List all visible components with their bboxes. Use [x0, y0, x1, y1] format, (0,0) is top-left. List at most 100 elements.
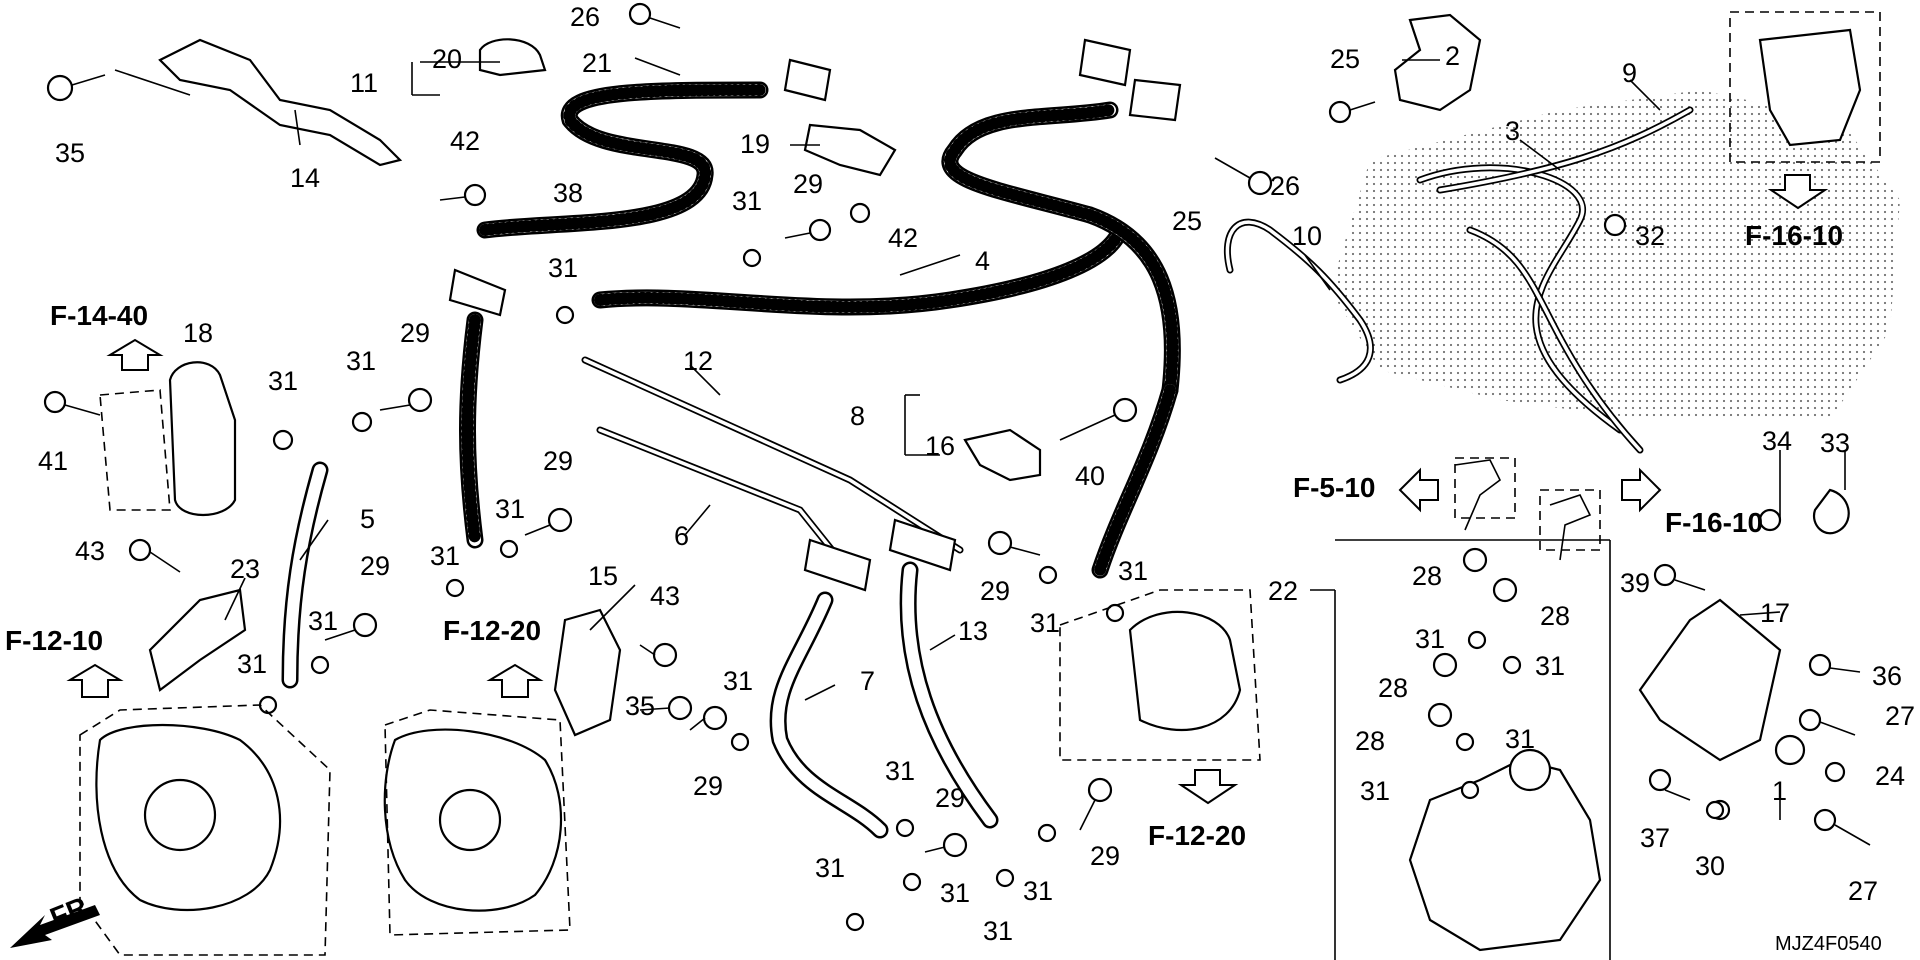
pipe-6[interactable]	[596, 426, 844, 564]
ref-f1440: F-14-40	[50, 300, 148, 331]
ref-f1220-right: F-12-20	[1148, 820, 1246, 851]
callout-7: 7	[860, 666, 875, 696]
reference-arrows	[10, 174, 1829, 948]
ref-f1210: F-12-10	[5, 625, 103, 656]
fitting-f510[interactable]	[1454, 459, 1502, 531]
callout-31-19: 31	[1505, 724, 1535, 754]
callout-31-2: 31	[548, 253, 578, 283]
bracket-17[interactable]	[1638, 598, 1782, 762]
reference-boxes	[79, 11, 1881, 956]
callout-28d: 28	[1355, 726, 1385, 756]
callout-32: 32	[1635, 221, 1665, 251]
pipe-3-9[interactable]	[1416, 106, 1694, 454]
callout-19: 19	[740, 129, 770, 159]
callout-40: 40	[1075, 461, 1105, 491]
callout-41: 41	[38, 446, 68, 476]
joint-6[interactable]	[803, 538, 872, 592]
pipe-12[interactable]	[581, 356, 964, 554]
hose-11[interactable]	[476, 81, 769, 239]
callout-6: 6	[674, 521, 689, 551]
callout-11: 11	[350, 68, 378, 98]
hose-4[interactable]	[591, 221, 1129, 316]
hose-main-upper[interactable]	[941, 101, 1181, 399]
callout-31-6: 31	[430, 541, 460, 571]
master-cylinder-upper-right[interactable]	[1758, 28, 1862, 147]
callout-36: 36	[1872, 661, 1902, 691]
direction-fr: FR.	[46, 888, 99, 934]
joint-18[interactable]	[168, 361, 237, 517]
hose-5[interactable]	[281, 461, 329, 689]
bracket-23[interactable]	[148, 588, 247, 692]
callout-numbers: 1 2 3 4 5 6 7 8 9 10 11 12 13 14 15 16 1…	[38, 2, 1915, 946]
fitting-f1610[interactable]	[1549, 494, 1592, 561]
hose-right-lower[interactable]	[1091, 381, 1179, 579]
joint-upper-left[interactable]	[783, 58, 832, 102]
callout-42b: 42	[888, 223, 918, 253]
cap-20[interactable]	[478, 38, 547, 77]
callout-26a: 26	[570, 2, 600, 32]
callout-31-15: 31	[1023, 876, 1053, 906]
ref-f510: F-5-10	[1293, 472, 1375, 503]
callout-31-18: 31	[1535, 651, 1565, 681]
joint-upper-mid[interactable]	[1078, 38, 1182, 122]
diagram-code: MJZ4F0540	[1775, 933, 1882, 955]
callout-39: 39	[1620, 568, 1650, 598]
callout-37: 37	[1640, 823, 1670, 853]
leader-lines	[114, 57, 1846, 960]
callout-43b: 43	[650, 581, 680, 611]
callout-31-7: 31	[308, 606, 338, 636]
callout-28c: 28	[1378, 673, 1408, 703]
joint-left[interactable]	[448, 268, 507, 317]
callout-31-10: 31	[885, 756, 915, 786]
callout-13: 13	[958, 616, 988, 646]
callout-29g: 29	[935, 783, 965, 813]
callout-12: 12	[683, 346, 713, 376]
callout-31-5: 31	[495, 494, 525, 524]
caliper-right[interactable]	[383, 728, 563, 912]
hose-7[interactable]	[769, 591, 889, 839]
callout-20: 20	[432, 44, 462, 74]
callout-5: 5	[360, 504, 375, 534]
callout-9: 9	[1622, 58, 1637, 88]
callout-31-20: 31	[1360, 776, 1390, 806]
pipe-10[interactable]	[1223, 218, 1374, 384]
callout-31-8: 31	[237, 649, 267, 679]
callout-31-4: 31	[346, 346, 376, 376]
callout-1: 1	[1772, 776, 1787, 806]
callout-30: 30	[1695, 851, 1725, 881]
hose-13[interactable]	[899, 561, 999, 829]
callout-28a: 28	[1412, 561, 1442, 591]
callout-27b: 27	[1848, 876, 1878, 906]
caliper-left[interactable]	[95, 723, 282, 912]
callout-18: 18	[183, 318, 213, 348]
washers[interactable]	[258, 248, 1725, 932]
bracket-16[interactable]	[963, 428, 1042, 482]
callout-38: 38	[553, 178, 583, 208]
callout-29b: 29	[400, 318, 430, 348]
callout-35a: 35	[55, 138, 85, 168]
lever-f1220[interactable]	[1128, 610, 1242, 732]
clamp-33[interactable]	[1812, 488, 1850, 535]
callout-28b: 28	[1540, 601, 1570, 631]
callout-33: 33	[1820, 428, 1850, 458]
bolts[interactable]	[43, 2, 1871, 858]
clamp-2[interactable]	[1393, 13, 1482, 112]
bracket-19[interactable]	[803, 123, 897, 177]
callout-43a: 43	[75, 536, 105, 566]
callout-31-14: 31	[940, 878, 970, 908]
callout-24: 24	[1875, 761, 1905, 791]
ref-f1610-top: F-16-10	[1745, 220, 1843, 251]
callout-31-13: 31	[815, 853, 845, 883]
bracket-15[interactable]	[553, 608, 622, 737]
joint-13[interactable]	[888, 518, 957, 572]
callout-31-9: 31	[723, 666, 753, 696]
callout-29a: 29	[793, 169, 823, 199]
abs-modulator-22[interactable]	[1408, 748, 1602, 952]
callout-29e: 29	[980, 576, 1010, 606]
hose-center-left[interactable]	[459, 311, 484, 549]
callout-3: 3	[1505, 116, 1520, 146]
callout-10: 10	[1292, 221, 1322, 251]
bracket-14[interactable]	[158, 38, 403, 167]
callout-17: 17	[1760, 598, 1790, 628]
